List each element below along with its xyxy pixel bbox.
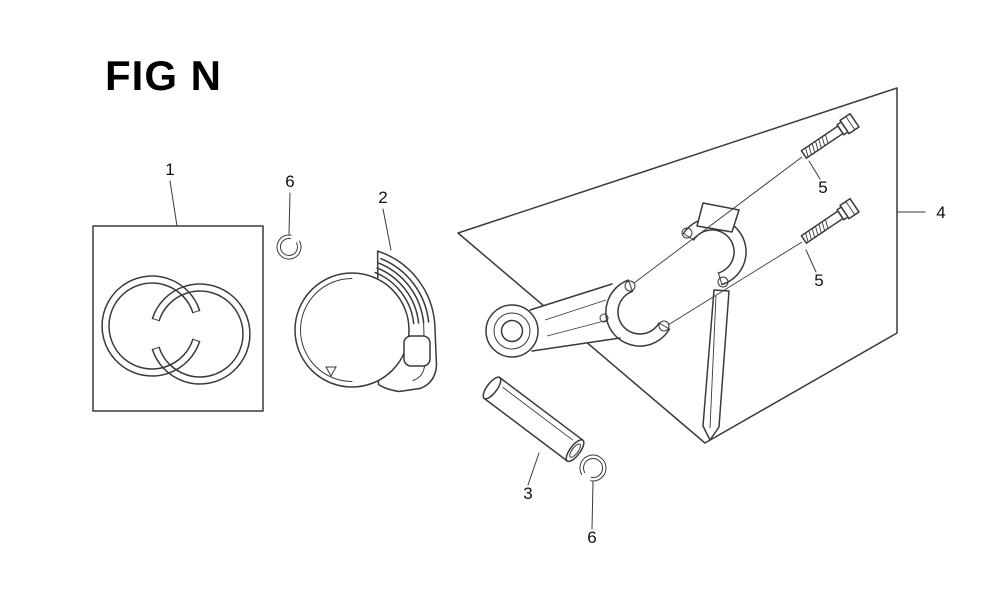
callout-ring-set: 1 bbox=[165, 160, 174, 179]
ring-left-ends bbox=[192, 310, 201, 342]
rod-cap-flange bbox=[696, 202, 740, 233]
bolt-shank bbox=[800, 125, 844, 159]
clip-upper-outer bbox=[276, 234, 302, 260]
rod-bolt-lower bbox=[800, 197, 860, 244]
piston-crown-inner-edge bbox=[300, 278, 353, 382]
clip-lower-inner bbox=[583, 458, 604, 478]
rod-bigend-inner bbox=[617, 290, 660, 335]
rod-bolt-hole-upper bbox=[624, 280, 636, 292]
leader-1 bbox=[169, 180, 178, 227]
rod-shaft-dot bbox=[599, 313, 609, 323]
clip-upper-inner bbox=[280, 238, 298, 256]
callout-clip-lower: 6 bbox=[587, 528, 596, 547]
piston-rings bbox=[101, 275, 251, 385]
rod-cap bbox=[678, 202, 747, 441]
bolt-flange bbox=[836, 121, 849, 136]
rod-bigend-outer bbox=[605, 279, 671, 347]
rod-smallend-face bbox=[493, 312, 531, 350]
rod-smallend-bore bbox=[500, 319, 524, 343]
piston-ring-grooves bbox=[374, 257, 430, 325]
bolt-threads bbox=[805, 219, 829, 243]
figure-title: FIG N bbox=[105, 52, 222, 99]
rod-cap-fill bbox=[678, 218, 746, 286]
callout-bolt-upper: 5 bbox=[818, 178, 827, 197]
ring-left-inner bbox=[108, 282, 194, 370]
bolt-shank bbox=[800, 210, 844, 244]
pin-clip-upper bbox=[276, 234, 302, 260]
rod-bolt-upper bbox=[800, 112, 860, 159]
bolt-axis-upper bbox=[633, 156, 803, 284]
callout-piston: 2 bbox=[378, 188, 387, 207]
rod-shaft-ribs bbox=[544, 299, 609, 337]
leader-3 bbox=[527, 452, 540, 486]
oil-dipper bbox=[702, 289, 730, 441]
pin-near-face bbox=[482, 376, 502, 400]
pin-clip-lower bbox=[579, 454, 607, 482]
rod-bigend-fill bbox=[606, 278, 674, 346]
bolt-threads bbox=[805, 134, 829, 158]
leader-6-lower bbox=[591, 481, 594, 530]
ring-right-ends bbox=[151, 318, 160, 350]
pin-body bbox=[483, 376, 584, 462]
leader-6-upper bbox=[288, 192, 291, 235]
rod-cap-faces bbox=[683, 233, 723, 285]
pin-fill bbox=[484, 377, 583, 461]
leader-5-upper bbox=[808, 160, 821, 180]
cap-bolt-hole-upper bbox=[681, 227, 693, 239]
rod-cap-outer bbox=[682, 217, 747, 286]
piston-crown bbox=[294, 272, 410, 388]
connecting-rod bbox=[485, 278, 674, 358]
clip-lower-outer bbox=[579, 454, 607, 482]
ring-set-box bbox=[92, 225, 264, 412]
bolt-head-facet bbox=[845, 116, 856, 131]
leader-lines bbox=[169, 160, 926, 530]
callout-clip-upper: 6 bbox=[285, 172, 294, 191]
piston-pin bbox=[482, 376, 585, 463]
leader-2 bbox=[382, 208, 392, 251]
ring-right-outer bbox=[151, 283, 251, 385]
piston bbox=[294, 250, 438, 393]
rod-bolt-hole-lower bbox=[658, 320, 670, 332]
oil-dipper-rib bbox=[709, 295, 717, 429]
leader-5-lower bbox=[805, 249, 817, 273]
rod-group-boundary bbox=[457, 87, 898, 444]
rod-bigend-faces bbox=[627, 279, 670, 330]
bolt-axis-lower bbox=[667, 241, 803, 326]
callout-rod-box: 4 bbox=[936, 203, 945, 222]
bolt-head-facet bbox=[845, 201, 856, 216]
callout-piston-pin: 3 bbox=[523, 484, 532, 503]
piston-orientation-mark bbox=[325, 366, 337, 378]
rod-shaft-edges bbox=[529, 283, 621, 352]
ring-right-inner bbox=[158, 290, 244, 378]
callout-bolt-lower: 5 bbox=[814, 271, 823, 290]
bolt-flange bbox=[836, 206, 849, 221]
cap-bolt-hole-lower bbox=[717, 276, 729, 288]
pin-bore bbox=[569, 443, 581, 458]
ring-left-outer bbox=[101, 275, 201, 377]
piston-pin-boss bbox=[403, 335, 431, 367]
pin-highlight bbox=[502, 386, 574, 441]
pin-far-face bbox=[565, 439, 585, 463]
